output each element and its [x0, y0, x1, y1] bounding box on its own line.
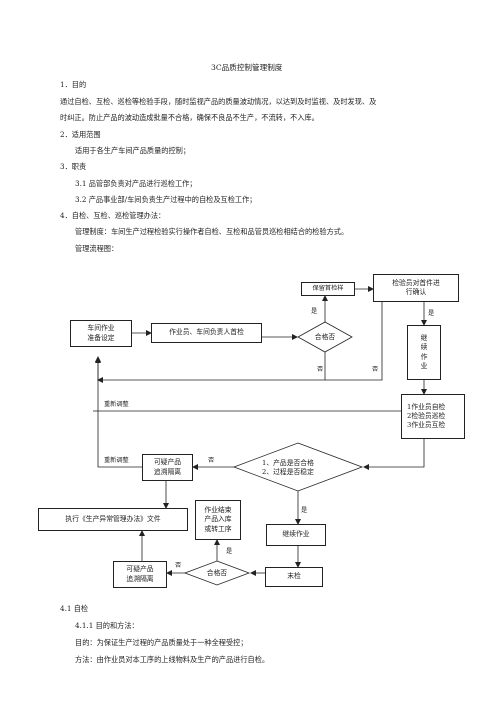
- readjust-label-2: 重新调整: [104, 457, 129, 464]
- work-end-box: 作业结束 产品入库 或转工序: [195, 500, 241, 540]
- yes-label-4: 是: [226, 548, 233, 555]
- checks-box: 1作业员自检 2检验员巡检 3作业员互检: [401, 394, 465, 439]
- document-title: 3C品质控制管理制度: [211, 63, 283, 72]
- suspect-product-box-2: 可疑产品 追溯隔离: [113, 561, 167, 588]
- section-4-flow-caption: 管理流程图：: [75, 244, 119, 253]
- no-label-1: 否: [317, 366, 324, 373]
- continue-work-box: 继续作业: [266, 524, 326, 546]
- exec-doc-box: 执行《生产异常管理办法》文件: [38, 508, 188, 531]
- section-1-paragraph-line1: 通过自检、互检、巡检等检验手段，随时监视产品的质量波动情况，以达到及时监视、及时…: [60, 97, 377, 106]
- inspector-confirm-box: 检验员对首件进 行确认: [373, 274, 459, 302]
- yes-label-1: 是: [311, 308, 318, 315]
- suspect-product-box-1: 可疑产品 追溯隔离: [142, 454, 193, 481]
- section-4-paragraph: 管理制度：车间生产过程检验实行操作者自检、互检和品管员巡检相结合的检验方式。: [75, 227, 349, 236]
- section-2-paragraph: 适用于各生产车间产品质量的控制；: [75, 146, 191, 155]
- readjust-label-1: 重新调整: [104, 401, 129, 408]
- section-1-heading: 1．目的: [60, 80, 87, 89]
- pass-diamond-2: [183, 560, 251, 586]
- yes-label-3: 是: [301, 507, 308, 514]
- section-4-heading: 4．自检、互检、巡检管理办法：: [60, 211, 166, 220]
- decision-diamond-2-label: 1、产品是否合格 2、过程是否稳定: [262, 459, 314, 476]
- no-label-2: 否: [372, 366, 379, 373]
- yes-label-2: 是: [428, 310, 435, 317]
- no-label-4: 否: [175, 562, 182, 569]
- section-3-item-2: 3.2 产品事业部/车间负责生产过程中的自检及互检工作；: [75, 195, 257, 204]
- keep-sample-box: 保留首检样: [301, 282, 355, 296]
- workshop-prep-box: 车间作业 准备设定: [70, 320, 132, 347]
- section-4-1-1-heading: 4.1.1 目的和方法：: [75, 621, 139, 630]
- section-3-heading: 3．职责: [60, 162, 87, 171]
- section-4-1-heading: 4.1 自检: [60, 604, 89, 613]
- section-4-1-1-method: 方法：由作业员对本工序的上线物料及生产的产品进行自检。: [75, 655, 270, 664]
- continue-vertical-box: 继 续 作 业: [407, 325, 441, 380]
- first-check-box: 作业员、车间负责人首检: [151, 323, 262, 343]
- no-label-3: 否: [208, 457, 215, 464]
- pass-diamond-2-label: 合格否: [206, 569, 228, 577]
- section-1-paragraph-line2: 时纠正。防止产品的波动造成批量不合格，确保不良品不生产，不流转，不入库。: [60, 113, 319, 122]
- section-2-heading: 2．适用范围: [60, 130, 101, 139]
- final-check-box: 末检: [265, 567, 323, 587]
- pass-diamond-1-label: 合格否: [314, 333, 336, 341]
- section-3-item-1: 3.1 品管部负责对产品进行巡检工作；: [75, 179, 197, 188]
- section-4-1-1-goal: 目的：为保证生产过程的产品质量处于一种全程受控；: [75, 638, 248, 647]
